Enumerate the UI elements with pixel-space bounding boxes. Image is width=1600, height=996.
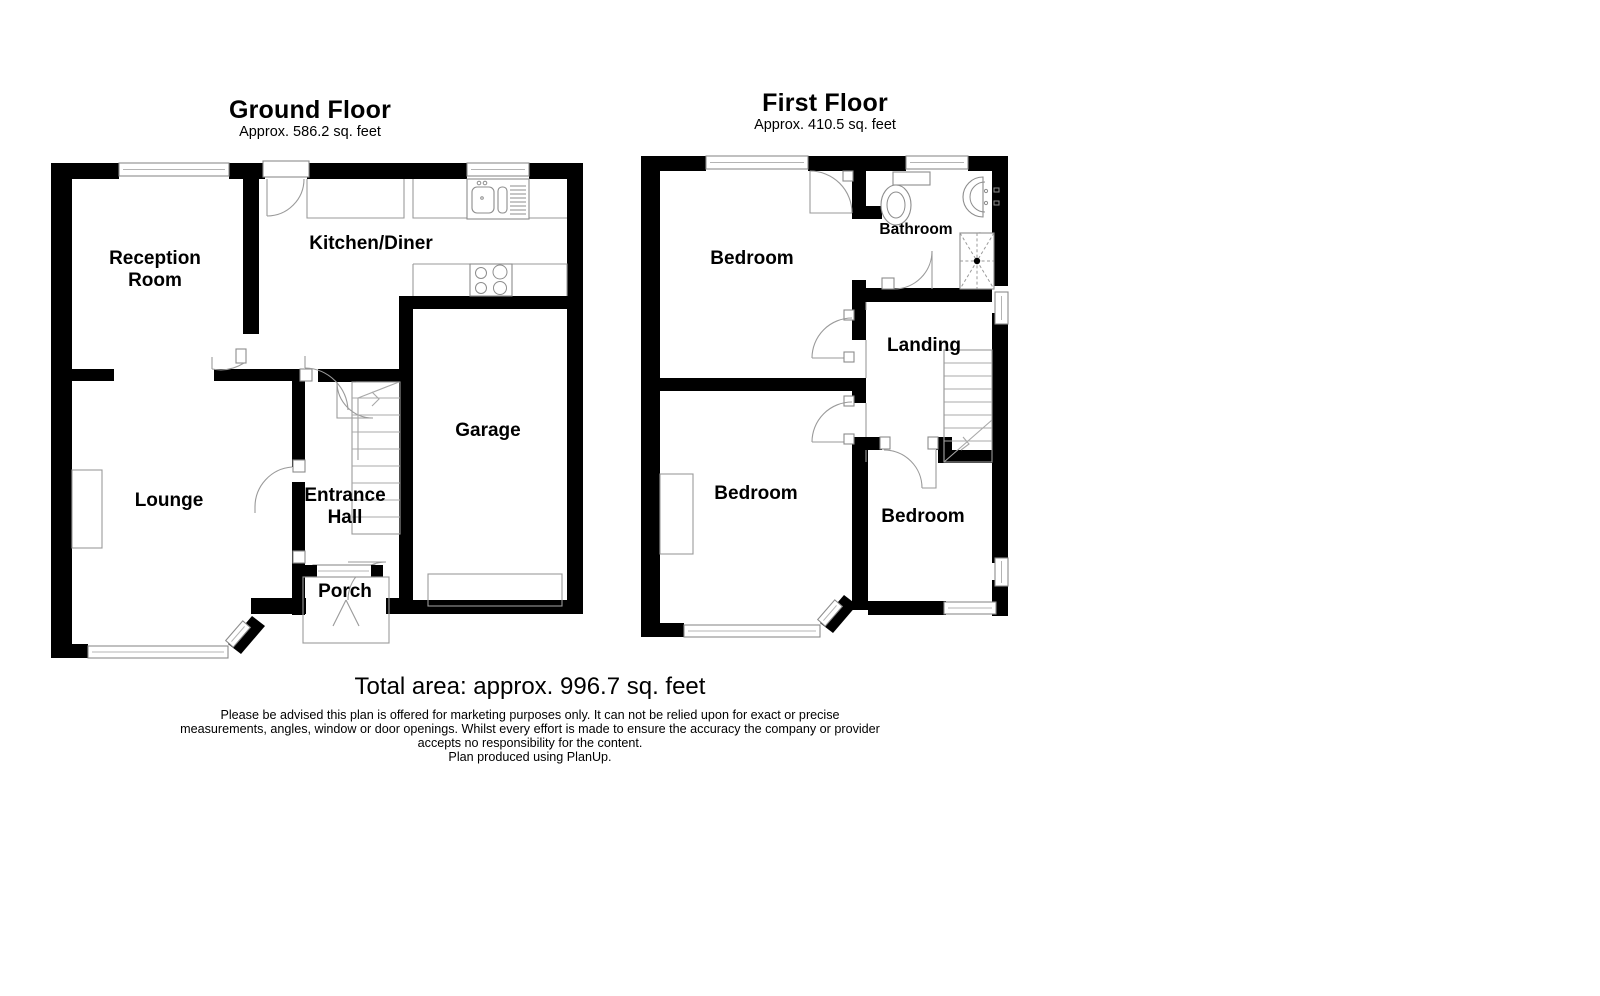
wall-porch-right-stub: [399, 598, 413, 614]
label-ff-bedroom1: Bedroom: [710, 248, 793, 269]
door-hall-understairs: [336, 381, 374, 419]
wall-reception-right: [243, 163, 259, 334]
label-reception-room-line2: Room: [128, 270, 182, 291]
wall-ff-bed3-top: [866, 437, 882, 450]
wall-garage-bottom: [404, 600, 583, 614]
lounge-alcove: [71, 469, 103, 549]
ground-floor-plan: Reception Room Kitchen/Diner Lounge Entr…: [51, 160, 583, 659]
door-ff-bathroom: [881, 250, 933, 290]
wall-ff-bottom-left: [641, 623, 684, 637]
window-ff-landing-right: [994, 291, 1009, 325]
window-ff-bay-angled: [816, 599, 844, 627]
wall-ff-bay-corner-inner: [829, 601, 850, 624]
wall-ff-landing-bottom: [938, 450, 992, 463]
wall-ff-bed1-bed2-div: [660, 378, 852, 391]
disclaimer-line-1: Please be advised this plan is offered f…: [220, 708, 840, 722]
wall-hall-right: [399, 296, 413, 613]
kitchen-worktop-top: [306, 179, 405, 219]
wall-reception-bottom-right: [214, 369, 304, 381]
disclaimer-line-3: accepts no responsibility for the conten…: [417, 736, 643, 750]
wall-ff-exterior-left: [641, 156, 660, 637]
shower-tray-icon: [959, 232, 995, 290]
wall-ff-bedroom3-bottom: [868, 601, 946, 615]
window-reception-top: [118, 162, 230, 177]
window-bay-angled: [224, 620, 252, 648]
door-porch-to-hall: [305, 561, 387, 601]
label-ff-bathroom: Bathroom: [879, 221, 952, 238]
wall-ff-bed1-right-b: [852, 280, 866, 310]
label-entrance-hall-line2: Hall: [328, 507, 363, 528]
wall-ff-bathroom-left: [852, 206, 882, 219]
wall-bay-corner-inner: [237, 622, 258, 645]
bedroom2-alcove: [659, 473, 694, 555]
label-porch: Porch: [318, 581, 372, 602]
wall-ff-top-a: [641, 156, 706, 171]
door-ff-landing-to-bed1-a: [811, 309, 855, 363]
staircase-up: [351, 381, 401, 535]
wall-hall-top: [318, 369, 400, 382]
label-lounge: Lounge: [135, 490, 204, 511]
wall-reception-bottom-left: [51, 369, 114, 381]
window-ff-bedroom3-bottom: [943, 601, 997, 615]
kitchen-worktop-lower: [413, 263, 568, 296]
label-reception-room-line1: Reception: [109, 248, 201, 269]
window-lounge-bay-bottom: [87, 645, 229, 659]
wall-hall-left-b: [292, 482, 305, 565]
wall-ff-landing-left-b: [852, 378, 866, 403]
window-ff-bedroom3-right: [994, 557, 1009, 587]
wall-ff-landing-left-a: [852, 310, 866, 340]
door-ff-bedroom1: [809, 170, 854, 214]
door-hall-to-reception-top: [299, 356, 349, 411]
wall-exterior-top-c: [307, 163, 467, 179]
disclaimer-line-2: measurements, angles, window or door ope…: [180, 722, 880, 736]
door-ff-bedroom3: [879, 436, 939, 489]
wall-hall-left: [292, 369, 305, 467]
label-ff-landing: Landing: [887, 335, 961, 356]
ground-floor-title: Ground Floor: [228, 96, 392, 124]
door-lounge-to-hall: [254, 459, 306, 564]
kitchen-hob-icon: [469, 263, 513, 297]
window-ff-bedroom2-bottom: [683, 624, 821, 638]
producer-text: Plan produced using PlanUp.: [448, 750, 612, 764]
wall-ff-bed3-left: [852, 450, 868, 610]
label-ff-bedroom3: Bedroom: [881, 506, 964, 527]
label-garage: Garage: [455, 420, 520, 441]
ground-floor-area: Approx. 586.2 sq. feet: [239, 124, 381, 140]
first-floor-plan: Bedroom Bathroom Landing Bedroom Bedroom: [641, 155, 1009, 638]
label-entrance-hall-line1: Entrance: [304, 485, 385, 506]
door-kitchen-front: [262, 160, 310, 217]
toilet-icon: [880, 171, 931, 226]
wall-ff-bathroom-bottom: [866, 288, 992, 302]
wall-ff-top-b: [808, 156, 906, 171]
window-ff-bathroom-top: [905, 155, 969, 170]
staircase-down: [943, 349, 993, 463]
first-floor-area: Approx. 410.5 sq. feet: [754, 117, 896, 133]
total-area-text: Total area: approx. 996.7 sq. feet: [354, 673, 706, 700]
wall-exterior-right: [567, 163, 583, 614]
label-kitchen-diner: Kitchen/Diner: [309, 233, 433, 254]
wash-basin-icon: [962, 176, 1000, 218]
window-ff-bedroom1-top: [705, 155, 809, 170]
kitchen-sink-icon: [466, 178, 530, 220]
wall-exterior-left: [51, 163, 72, 656]
wall-exterior-top-a: [51, 163, 119, 179]
door-ff-landing-to-bed2: [811, 395, 855, 445]
door-reception-to-hall: [211, 348, 247, 371]
window-kitchen-sink-top: [466, 162, 530, 177]
porch-outline: [302, 576, 390, 644]
wall-kitchen-garage: [404, 296, 569, 309]
label-ff-bedroom2: Bedroom: [714, 483, 797, 504]
first-floor-title: First Floor: [762, 89, 888, 117]
wall-ff-exterior-right-b: [992, 313, 1008, 563]
wall-porch-bottom-left: [251, 598, 306, 614]
garage-door: [427, 573, 563, 607]
wall-lounge-bottom-left: [51, 644, 88, 658]
